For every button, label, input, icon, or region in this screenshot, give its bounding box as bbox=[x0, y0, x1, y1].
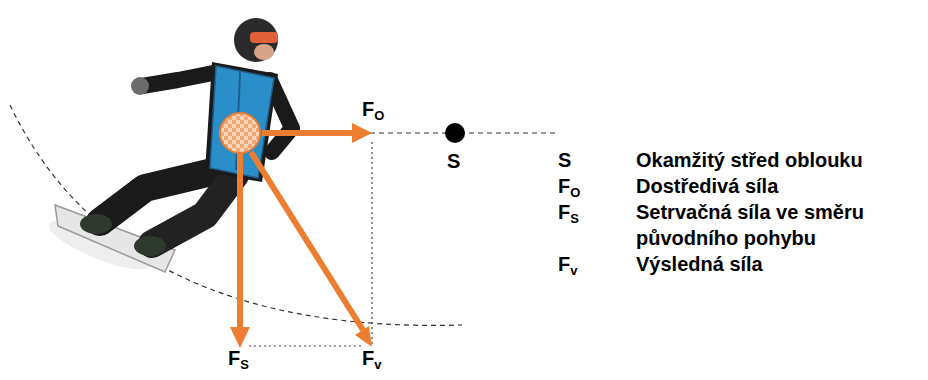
legend-symbol: Fv bbox=[558, 251, 577, 284]
radius-line bbox=[262, 132, 556, 133]
force-label: Fv bbox=[362, 345, 381, 378]
center-point bbox=[445, 123, 465, 143]
legend-symbol: FS bbox=[558, 199, 579, 232]
legend-text: Setrvačná síla ve směru původního pohybu bbox=[636, 199, 911, 251]
force-label: FO bbox=[362, 96, 384, 129]
legend-text: Dostředivá síla bbox=[636, 173, 778, 199]
force-arrows bbox=[230, 123, 372, 348]
force-label: FS bbox=[228, 345, 249, 378]
legend-symbol: S bbox=[558, 147, 571, 173]
trajectory-arc bbox=[10, 105, 462, 325]
construction-line bbox=[249, 345, 364, 346]
construction-line bbox=[371, 142, 372, 346]
snowboarder bbox=[44, 18, 292, 279]
legend-text: Okamžitý střed oblouku bbox=[636, 147, 863, 173]
center-of-mass bbox=[220, 113, 260, 153]
point-label: S bbox=[447, 148, 460, 174]
legend-text: Výsledná síla bbox=[636, 251, 763, 277]
